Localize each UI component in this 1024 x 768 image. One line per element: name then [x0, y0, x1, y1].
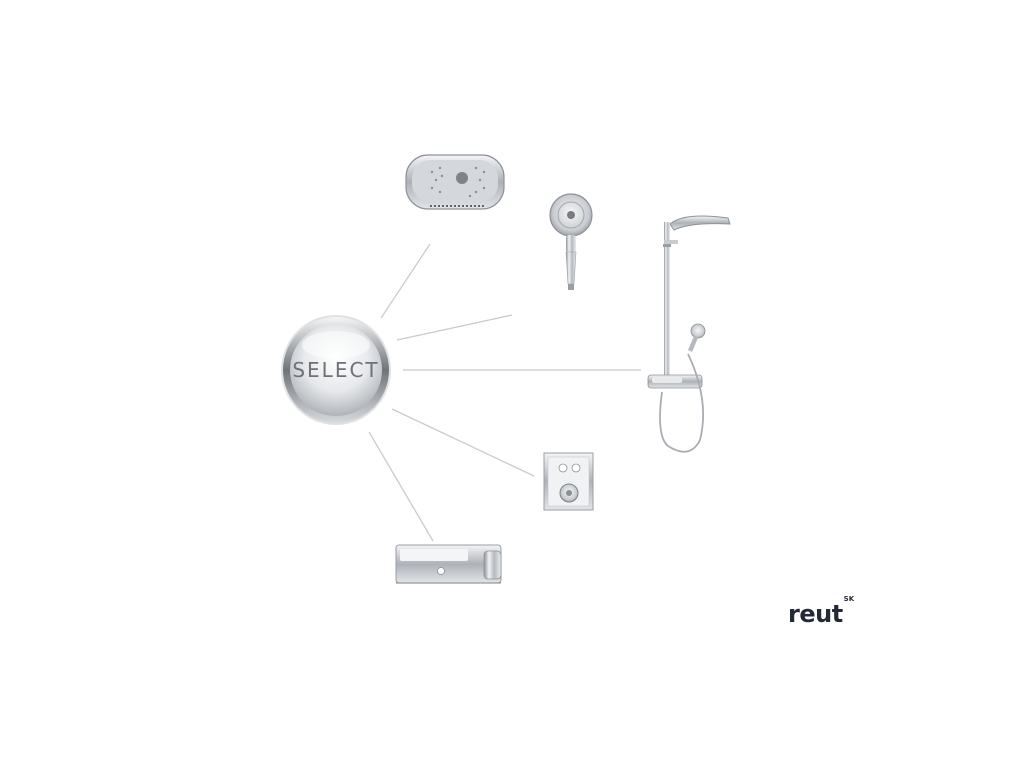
brand-name: reut [788, 600, 843, 628]
overhead-shower-icon [405, 154, 505, 210]
select-label: SELECT [292, 358, 379, 382]
shower-column-icon [647, 215, 731, 453]
connector-concealed [391, 408, 535, 477]
concealed-thermostat-icon [543, 452, 594, 511]
hand-shower-icon [549, 193, 593, 290]
connector-overhead [380, 243, 431, 319]
connector-bath [368, 431, 434, 542]
brand-suffix: SK [843, 595, 855, 603]
select-button[interactable]: SELECT [281, 315, 391, 425]
bath-thermostat-icon [395, 544, 502, 584]
connector-hand-shower [396, 314, 513, 341]
connector-lines [368, 243, 641, 542]
brand-logo: reutSK [788, 595, 854, 628]
